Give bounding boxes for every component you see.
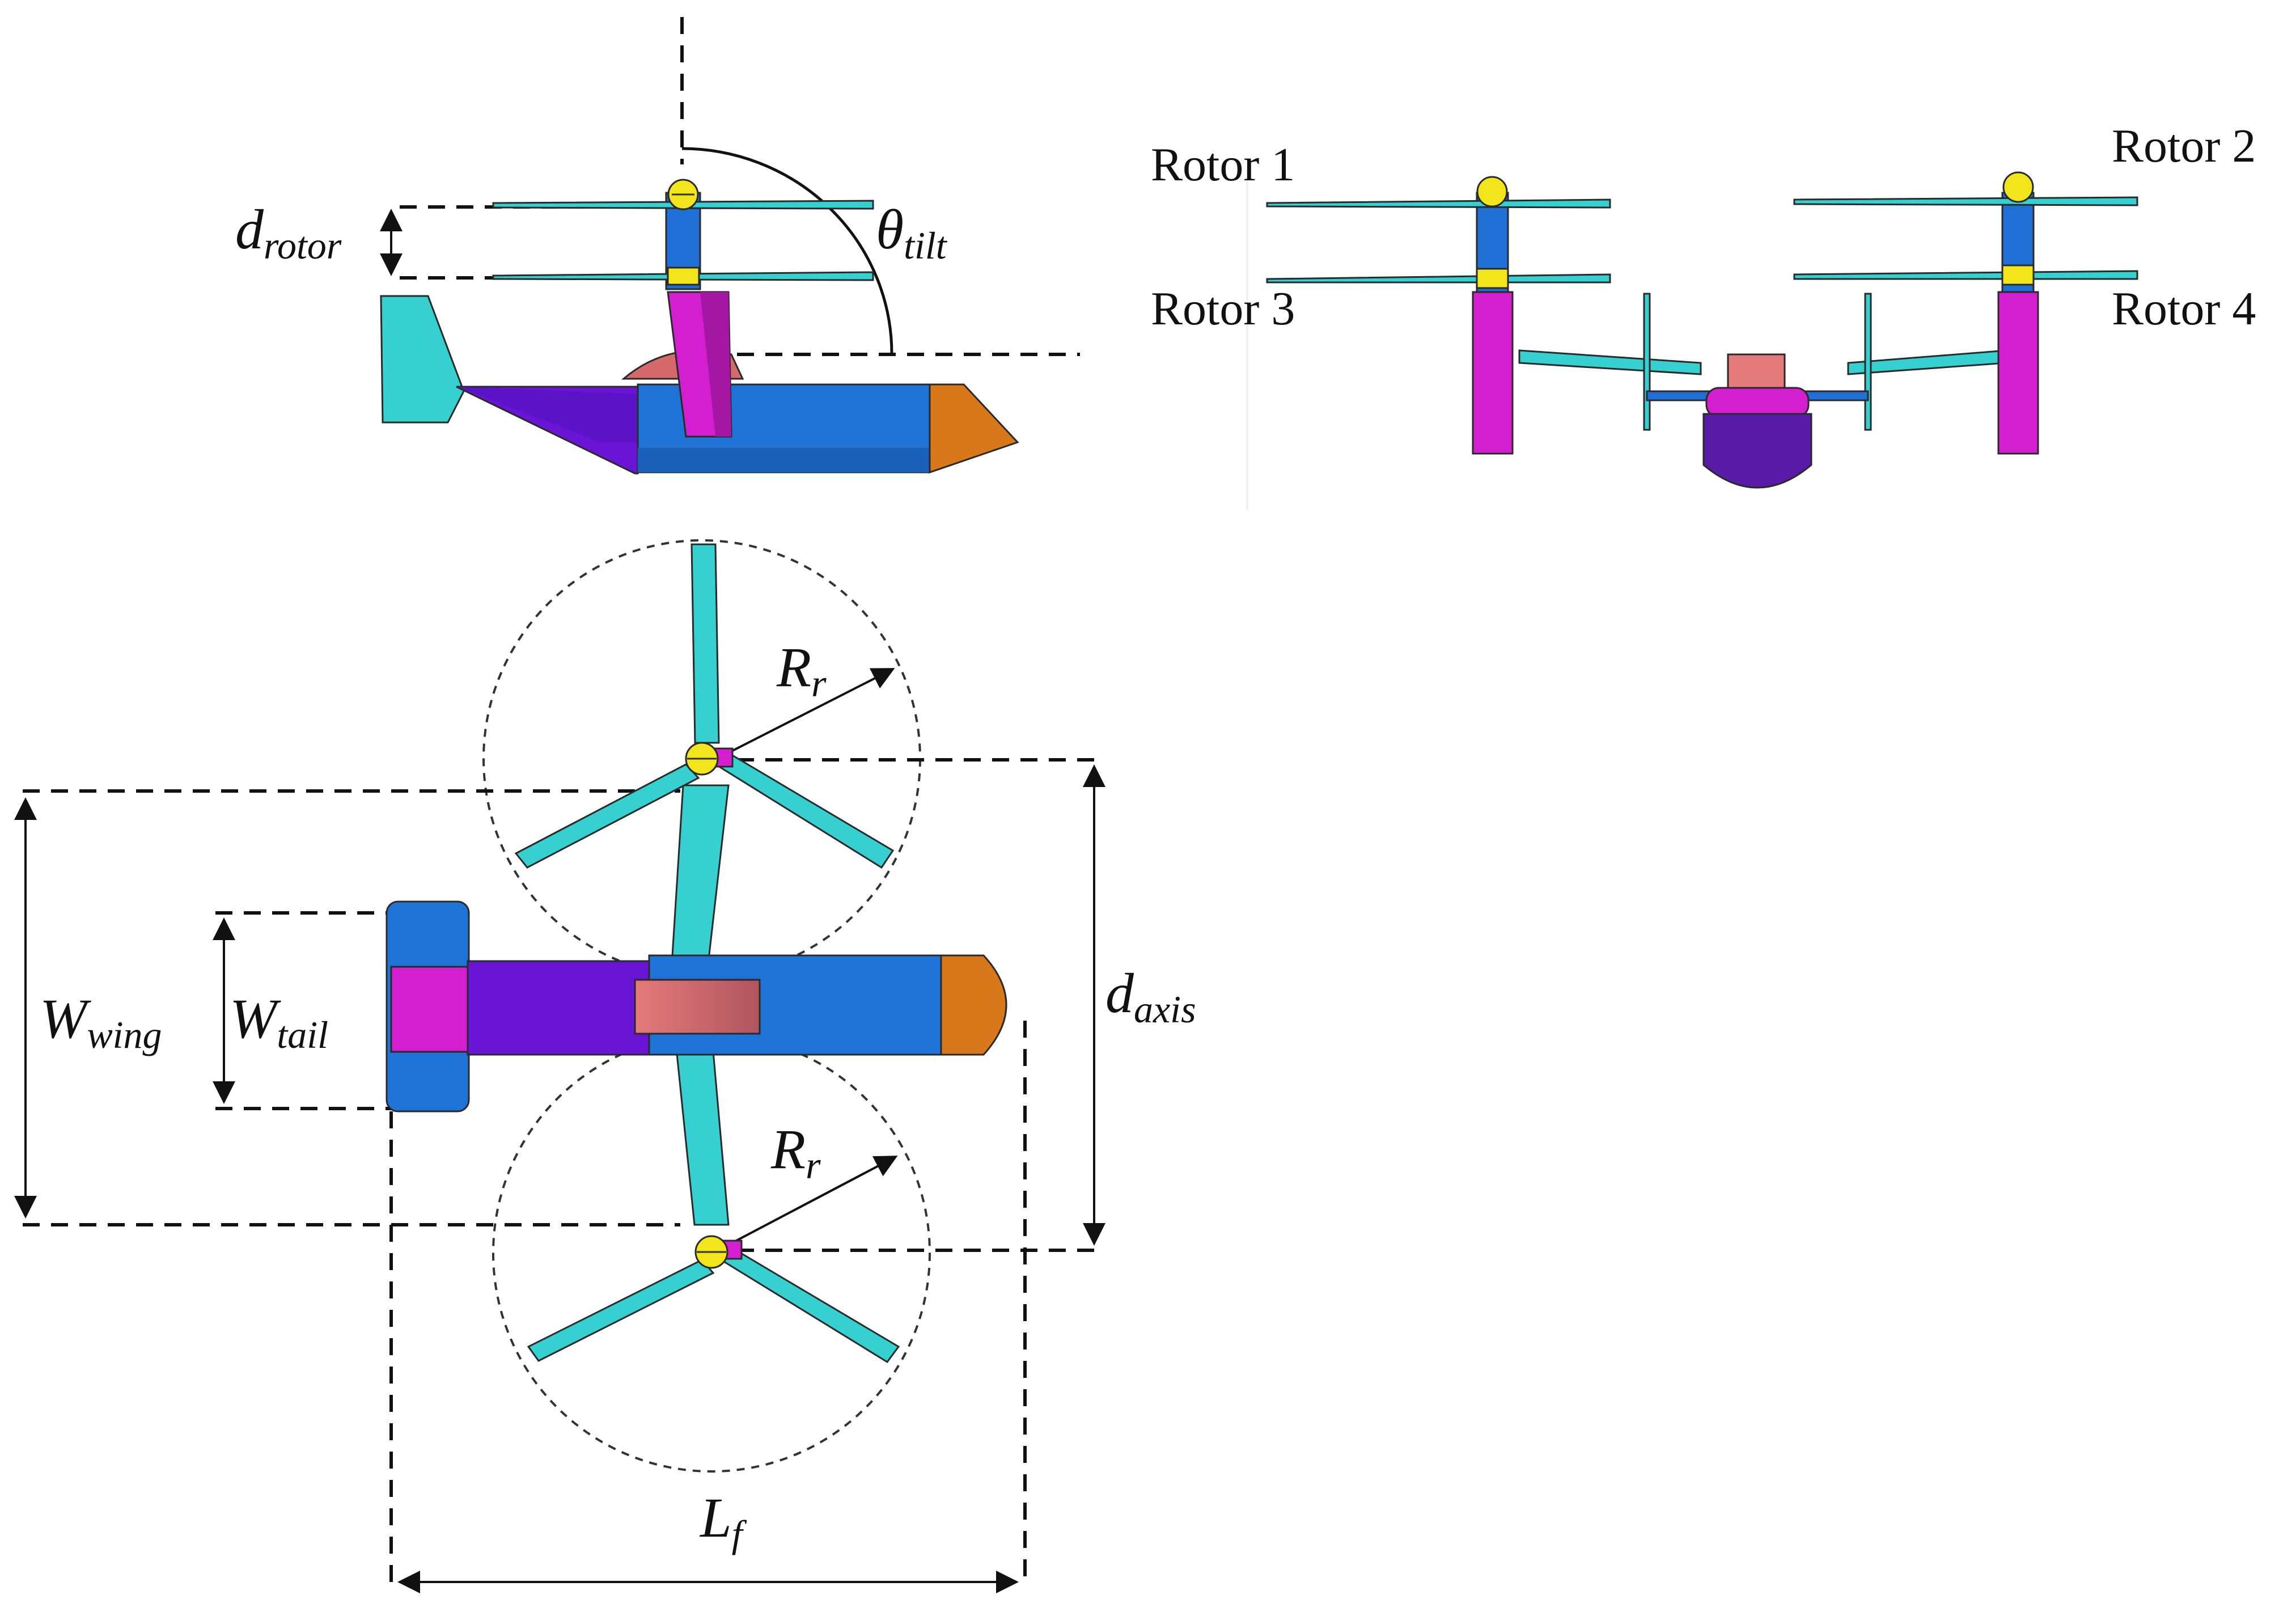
d-axis-label: daxis bbox=[1105, 962, 1196, 1031]
top-wing-root bbox=[634, 979, 761, 1035]
r-r-lower-label: Rr bbox=[770, 1118, 821, 1187]
front-right-fin bbox=[1864, 293, 1872, 431]
r-r-upper-label: Rr bbox=[776, 636, 827, 705]
top-view: Rr Rr Wwing Wtail daxis Lf bbox=[14, 539, 1196, 1593]
d-rotor-label: drotor bbox=[235, 198, 342, 267]
front-rotor2-hub bbox=[2002, 171, 2034, 203]
w-tail-label: Wtail bbox=[230, 987, 328, 1056]
lower-blade-east bbox=[719, 1246, 900, 1363]
front-rotor2-blade bbox=[1793, 196, 2138, 206]
front-right-nacelle bbox=[1997, 291, 2039, 455]
front-rotor4-blade bbox=[1793, 270, 2138, 280]
side-fuselage-shade bbox=[638, 448, 930, 472]
front-rotor1-hub bbox=[1476, 176, 1508, 208]
upper-blade-west bbox=[514, 763, 700, 869]
front-left-wing bbox=[1518, 349, 1702, 375]
rotor-2-label: Rotor 2 bbox=[2112, 120, 2256, 172]
side-tail-fin bbox=[380, 295, 465, 424]
front-left-fin bbox=[1643, 293, 1651, 431]
front-rotor3-blade bbox=[1266, 273, 1611, 284]
upper-blade-east bbox=[714, 750, 895, 869]
rotor-1-label: Rotor 1 bbox=[1151, 138, 1295, 191]
side-tail-boom-shade bbox=[456, 387, 638, 442]
top-nose bbox=[940, 954, 1007, 1056]
front-fuselage-body bbox=[1702, 413, 1812, 489]
l-f-label: Lf bbox=[699, 1486, 747, 1555]
side-nacelle-shade bbox=[700, 292, 731, 437]
front-view: Rotor 1 Rotor 2 Rotor 3 Rotor 4 bbox=[1151, 120, 2256, 510]
upper-blade-north bbox=[691, 543, 720, 744]
rotor-4-label: Rotor 4 bbox=[2112, 282, 2256, 335]
front-rotor1-blade bbox=[1266, 198, 1611, 209]
front-right-wing bbox=[1847, 349, 2008, 375]
lower-wing bbox=[673, 1031, 730, 1226]
w-wing-label: Wwing bbox=[40, 987, 162, 1056]
rotor-3-label: Rotor 3 bbox=[1151, 282, 1295, 335]
side-view: drotor θtilt bbox=[235, 17, 1080, 475]
theta-tilt-label: θtilt bbox=[876, 198, 948, 267]
side-nose bbox=[929, 383, 1019, 474]
lower-radius-arrow bbox=[734, 1156, 898, 1243]
top-tail-boom bbox=[467, 960, 650, 1056]
upper-radius-arrow bbox=[731, 668, 895, 752]
top-tail-fin bbox=[390, 966, 469, 1053]
front-left-nacelle bbox=[1472, 291, 1514, 455]
front-rotor4-hub bbox=[2001, 264, 2035, 286]
front-fuselage-top bbox=[1705, 387, 1810, 418]
side-lower-hub bbox=[667, 266, 700, 286]
lower-blade-west bbox=[527, 1259, 715, 1362]
front-rotor3-hub bbox=[1476, 268, 1509, 289]
lower-rotor-disc bbox=[492, 1034, 931, 1473]
front-wing-root bbox=[1727, 353, 1786, 393]
